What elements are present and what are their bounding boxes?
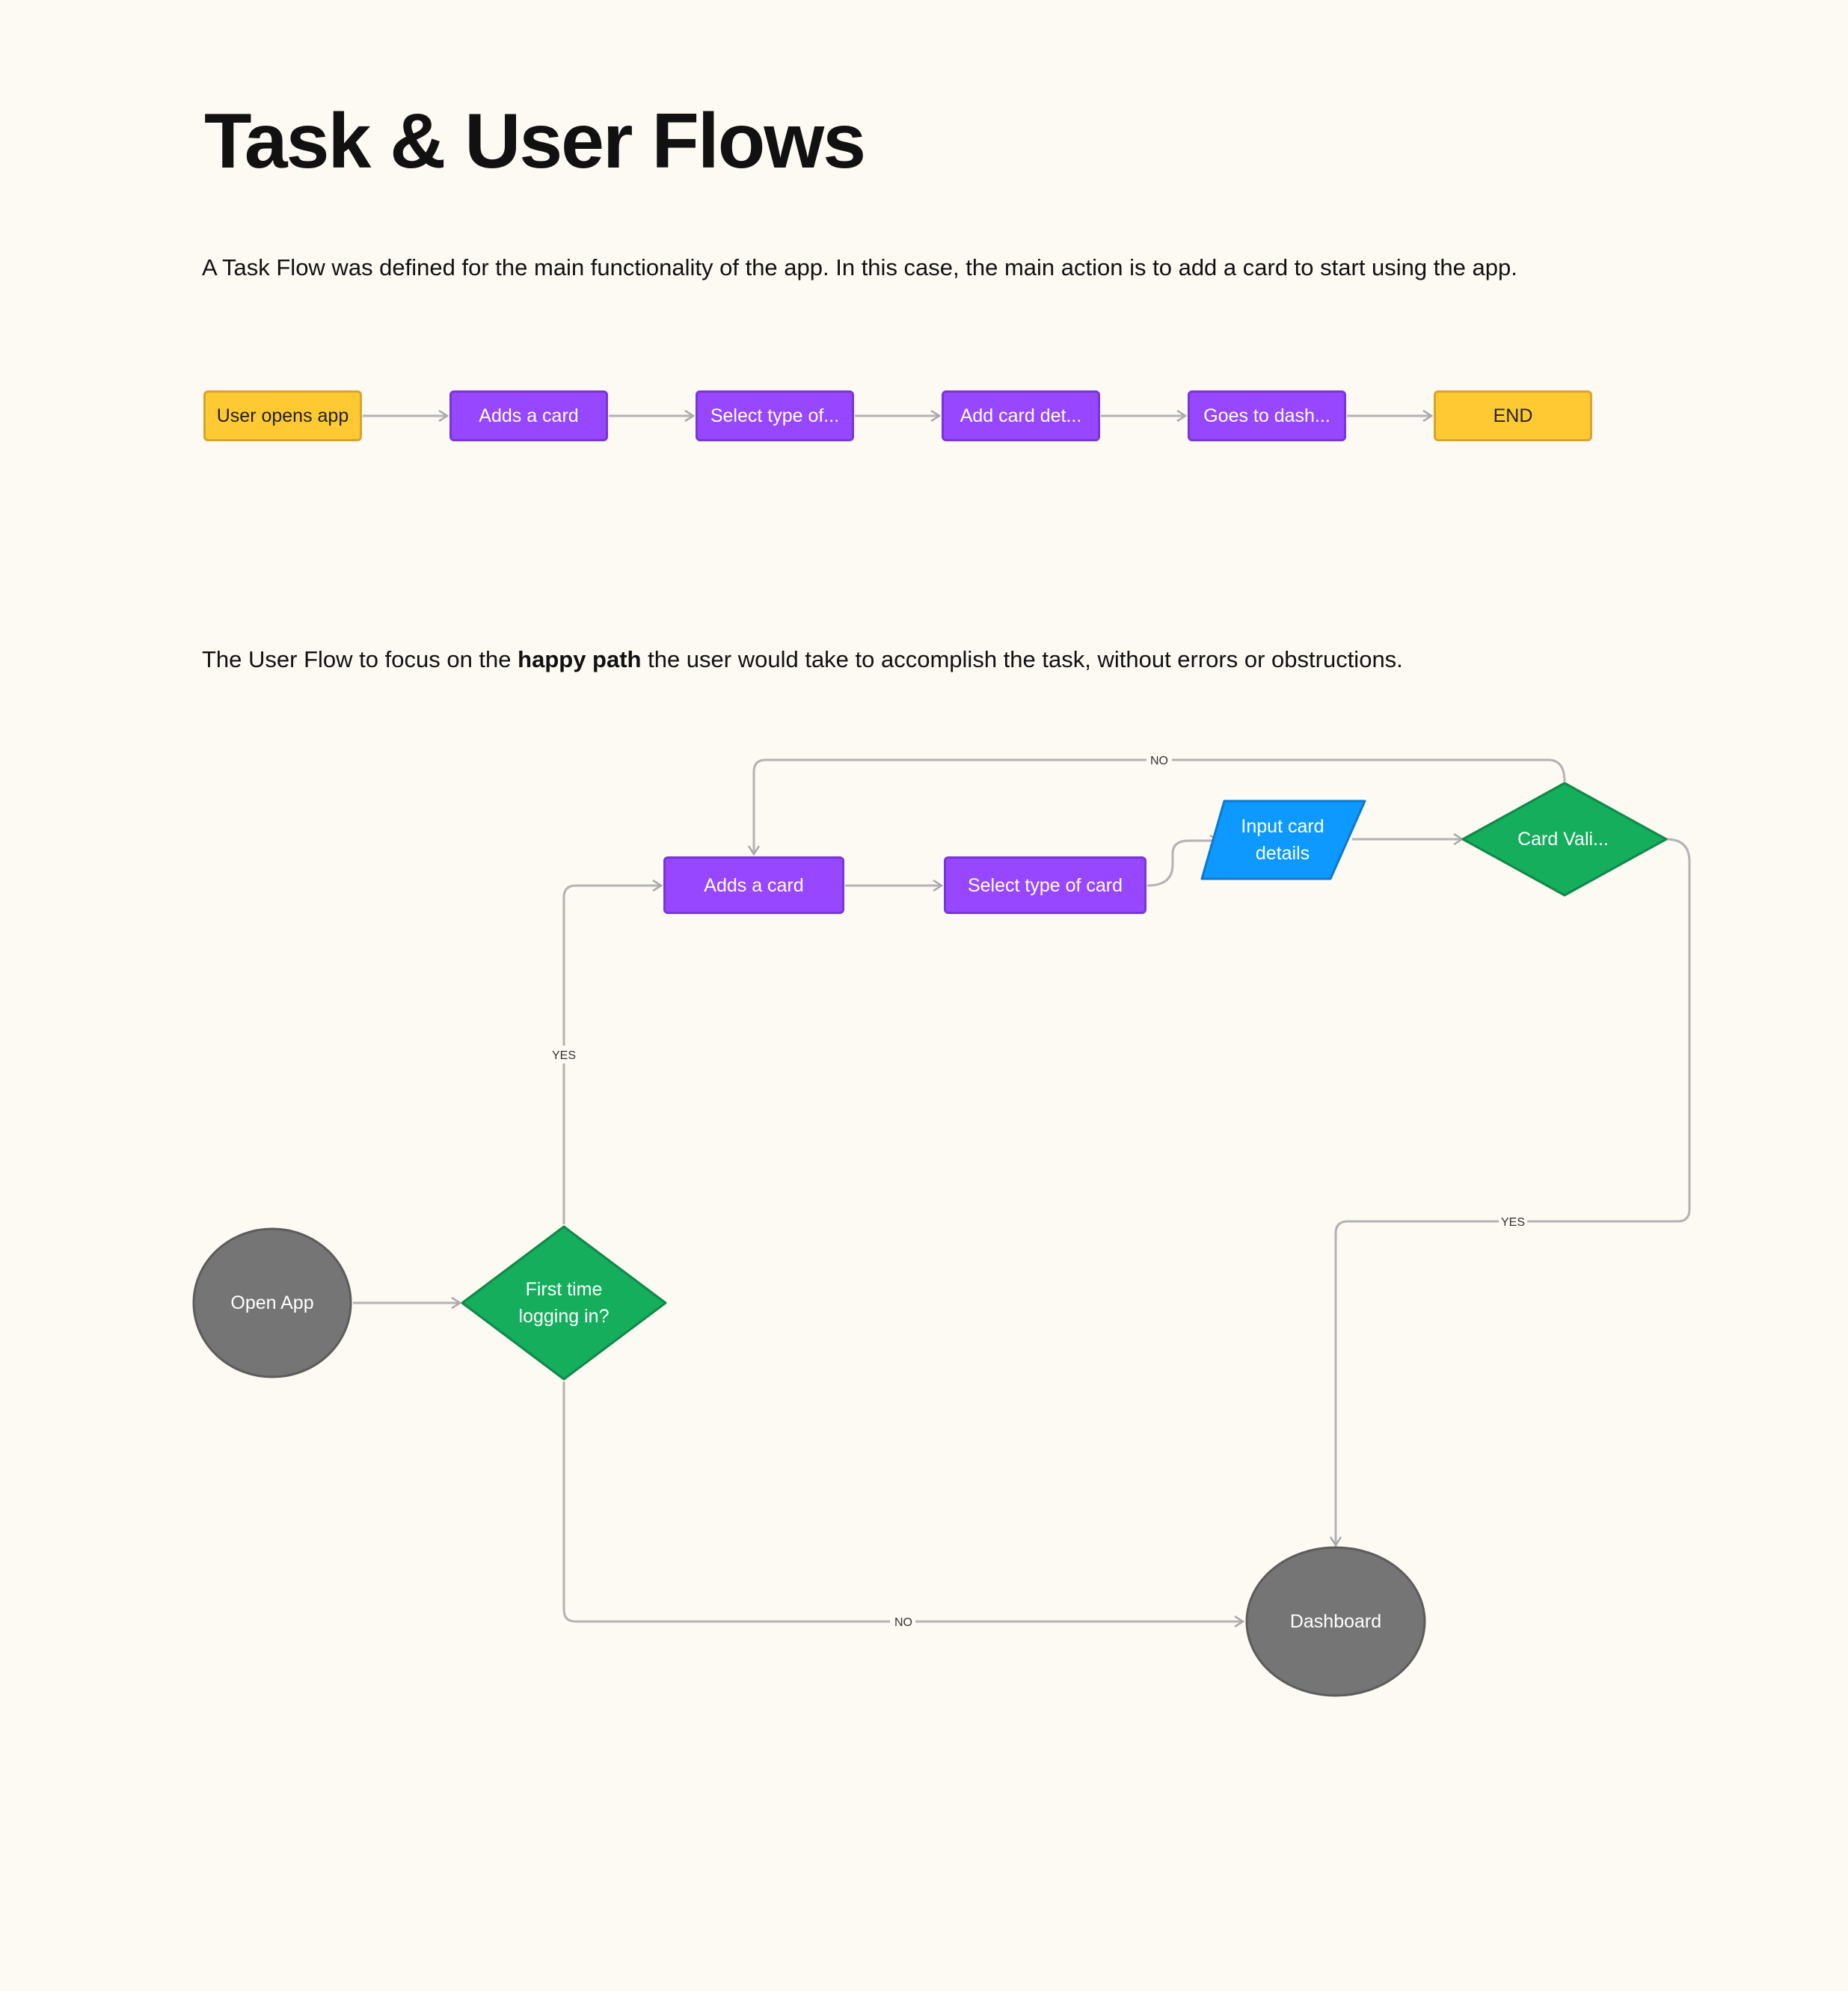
task-step-adds-card[interactable]: Adds a card (449, 390, 608, 441)
description-text-after: the user would take to accomplish the ta… (641, 646, 1403, 672)
connector-validation-no (754, 758, 1566, 854)
connector-validation-yes (1336, 838, 1691, 1545)
task-step-select-type[interactable]: Select type of... (696, 390, 854, 441)
dashboard-node[interactable]: Dashboard (1289, 1611, 1382, 1632)
card-validation-decision-shape (1461, 782, 1668, 897)
first-time-decision-shape (461, 1225, 667, 1381)
label-yes-validation: YES (1501, 1216, 1525, 1229)
connector-yes-to-adds-card (562, 886, 661, 1224)
label-no-first-time: NO (894, 1616, 912, 1629)
user-flow-adds-card[interactable]: Adds a card (663, 856, 844, 914)
connector-no-to-dashboard (562, 1381, 1243, 1622)
task-step-end[interactable]: END (1434, 390, 1592, 441)
card-validation-decision[interactable]: Card Vali... (1517, 829, 1609, 850)
open-app-node[interactable]: Open App (230, 1292, 314, 1313)
input-details-parallelogram-shape (1200, 800, 1366, 880)
user-flow-select-type-of-card[interactable]: Select type of card (944, 856, 1146, 914)
dashboard-node-shape (1245, 1546, 1426, 1697)
page-title: Task & User Flows (204, 98, 866, 185)
task-step-add-card-details[interactable]: Add card det... (942, 390, 1100, 441)
user-flow-description: The User Flow to focus on the happy path… (202, 645, 1403, 673)
description-bold-text: happy path (518, 646, 642, 672)
task-flow-description: A Task Flow was defined for the main fun… (202, 254, 1517, 280)
task-step-goes-to-dashboard[interactable]: Goes to dash... (1188, 390, 1346, 441)
connector-select-to-input (1146, 841, 1218, 887)
task-step-user-opens-app[interactable]: User opens app (203, 390, 362, 441)
open-app-node-shape (192, 1227, 352, 1378)
label-yes-first-time: YES (552, 1049, 576, 1062)
input-card-details-node[interactable]: Input card details (1241, 816, 1324, 864)
description-text-before: The User Flow to focus on the (202, 646, 518, 672)
first-time-logging-in-decision[interactable]: First time logging in? (518, 1279, 610, 1327)
label-no-validation: NO (1150, 755, 1168, 767)
